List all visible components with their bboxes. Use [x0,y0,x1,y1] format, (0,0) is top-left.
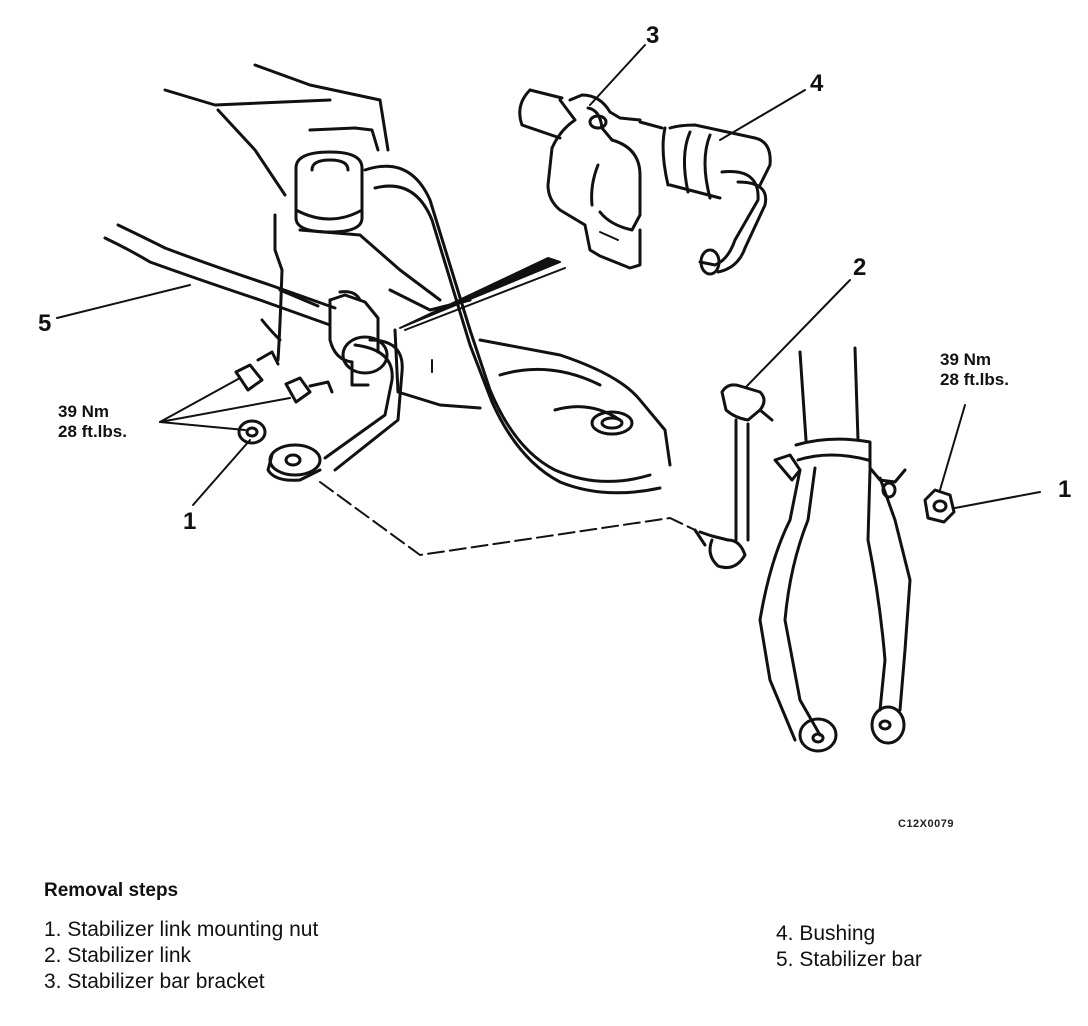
figure-code: C12X0079 [898,818,954,830]
torque-left-ftlbs: 28 ft.lbs. [58,422,127,442]
torque-spec-left: 39 Nm 28 ft.lbs. [58,402,127,443]
torque-right-ftlbs: 28 ft.lbs. [940,370,1009,390]
bar-bracket-installed [328,290,389,387]
removal-step: 1. Stabilizer link mounting nut [44,918,319,941]
torque-spec-right: 39 Nm 28 ft.lbs. [940,350,1009,391]
stabilizer-exploded-diagram [56,44,1041,753]
bracket-detail [518,88,642,270]
removal-steps-title: Removal steps [44,880,179,901]
callout-4: 4 [810,70,824,97]
detail-arrow [399,257,561,329]
removal-step: 3. Stabilizer bar bracket [44,970,265,993]
callout-3: 3 [646,22,660,49]
bracket-bolts [234,350,334,445]
callout-5: 5 [38,310,52,337]
link-mounting-nut-right [923,488,956,524]
callout-1-right: 1 [1058,476,1072,503]
strut-knuckle [758,346,912,753]
torque-left-nm: 39 Nm [58,402,110,421]
torque-right-nm: 39 Nm [940,350,992,369]
stabilizer-bar [103,223,404,482]
removal-step: 2. Stabilizer link [44,944,192,967]
stabilizer-link [693,383,774,570]
bushing-detail [638,120,772,276]
removal-steps: Removal steps 1. Stabilizer link mountin… [44,880,1044,1010]
removal-step: 5. Stabilizer bar [776,948,922,971]
callout-1-left: 1 [183,508,197,535]
removal-step: 4. Bushing [776,922,876,945]
subframe-crossmember [163,63,672,495]
callout-2: 2 [853,254,867,281]
leader-lines [56,44,1041,556]
